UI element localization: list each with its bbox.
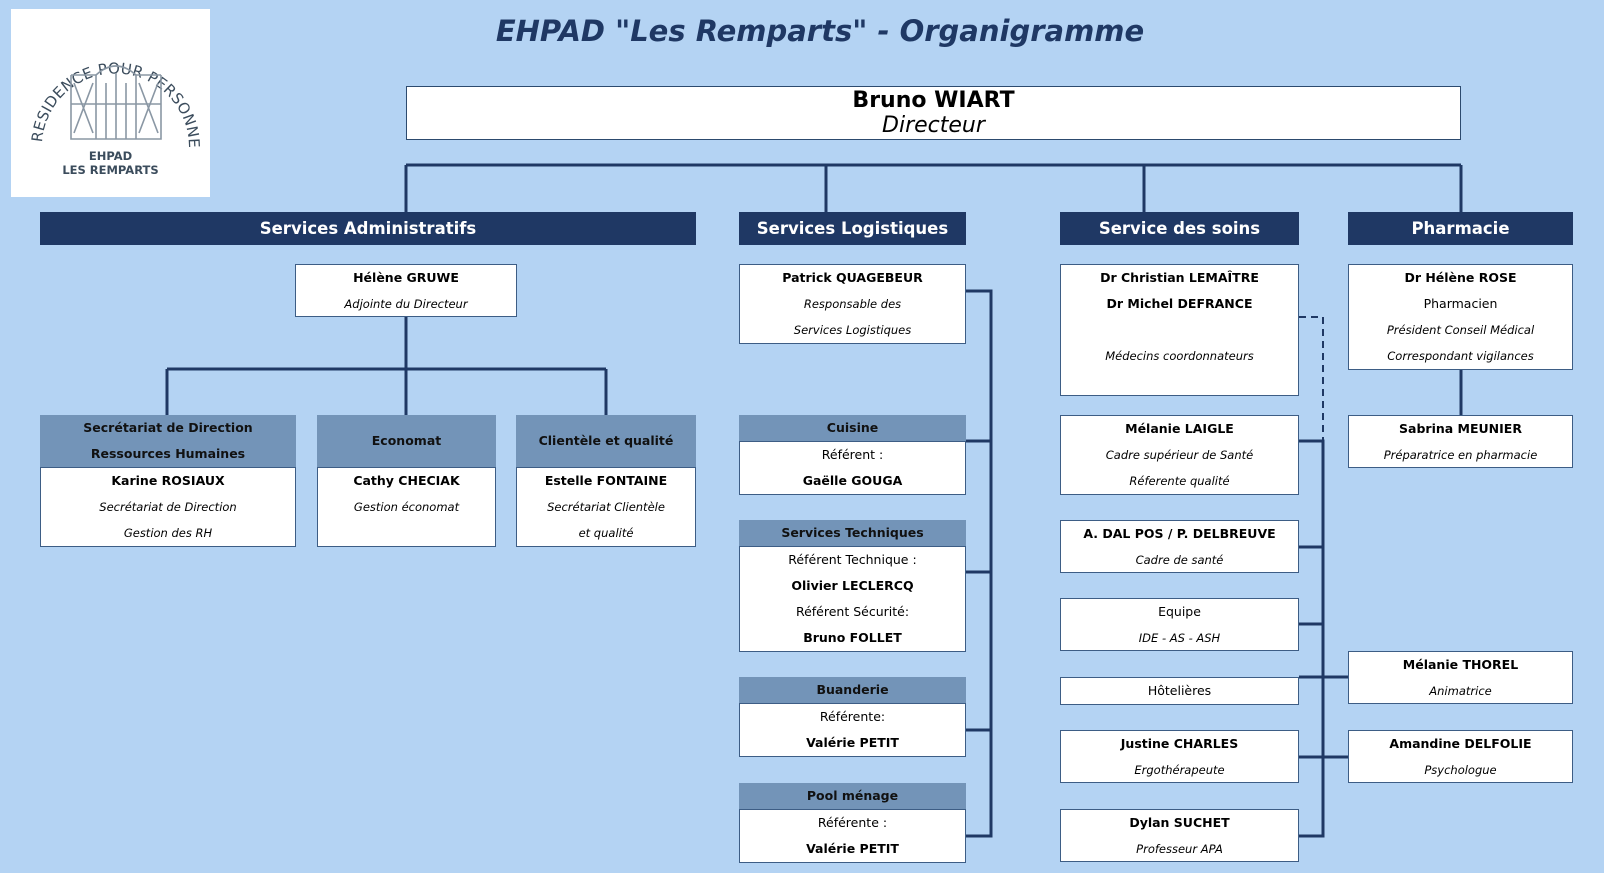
header-buanderie: Buanderie bbox=[739, 677, 966, 703]
card-ergotherapeute: Justine CHARLES Ergothérapeute bbox=[1060, 730, 1299, 783]
header-pool-menage: Pool ménage bbox=[739, 783, 966, 809]
menage-label: Référente : bbox=[817, 815, 888, 830]
cadre-sup-role2: Réferente qualité bbox=[1129, 474, 1230, 488]
techniques-label1: Référent Technique : bbox=[788, 552, 917, 567]
logo-line-remparts: LES REMPARTS bbox=[62, 163, 159, 177]
card-clientele: Estelle FONTAINE Secrétariat Clientèle e… bbox=[516, 467, 696, 547]
animatrice-role: Animatrice bbox=[1429, 684, 1492, 698]
logo-emblem: RESIDENCE POUR PERSONNES AGEES bbox=[11, 9, 203, 148]
card-medecins-coordonnateurs: Dr Christian LEMAÎTRE Dr Michel DEFRANCE… bbox=[1060, 264, 1299, 396]
secretariat-role2: Gestion des RH bbox=[123, 526, 213, 540]
card-services-techniques: Référent Technique : Olivier LECLERCQ Ré… bbox=[739, 546, 966, 652]
logo-line-ehpad: EHPAD bbox=[88, 149, 133, 163]
card-economat: Cathy CHECIAK Gestion économat bbox=[317, 467, 496, 547]
medecin-name1: Dr Christian LEMAÎTRE bbox=[1100, 270, 1259, 285]
ergo-role: Ergothérapeute bbox=[1134, 763, 1225, 777]
cadres-name: A. DAL POS / P. DELBREUVE bbox=[1083, 526, 1276, 541]
preparatrice-name: Sabrina MEUNIER bbox=[1399, 421, 1522, 436]
equipe-name: Equipe bbox=[1158, 604, 1201, 619]
cadre-sup-name: Mélanie LAIGLE bbox=[1125, 421, 1234, 436]
secretariat-role1: Secrétariat de Direction bbox=[99, 500, 237, 514]
cadres-role: Cadre de santé bbox=[1135, 553, 1224, 567]
card-responsable-logistique: Patrick QUAGEBEUR Responsable des Servic… bbox=[739, 264, 966, 344]
card-animatrice: Mélanie THOREL Animatrice bbox=[1348, 651, 1573, 704]
card-preparatrice: Sabrina MEUNIER Préparatrice en pharmaci… bbox=[1348, 415, 1573, 468]
pharmacien-role2: Président Conseil Médical bbox=[1386, 323, 1535, 337]
clientele-name: Estelle FONTAINE bbox=[544, 473, 668, 488]
card-professeur-apa: Dylan SUCHET Professeur APA bbox=[1060, 809, 1299, 862]
secretariat-header-line2: Ressources Humaines bbox=[90, 446, 246, 461]
card-psychologue: Amandine DELFOLIE Psychologue bbox=[1348, 730, 1573, 783]
economat-role: Gestion économat bbox=[353, 500, 460, 514]
animatrice-name: Mélanie THOREL bbox=[1402, 657, 1519, 672]
buanderie-name: Valérie PETIT bbox=[806, 735, 899, 750]
menage-header: Pool ménage bbox=[806, 788, 899, 803]
card-adjointe: Hélène GRUWE Adjointe du Directeur bbox=[295, 264, 517, 317]
director-name: Bruno WIART bbox=[852, 88, 1015, 113]
cuisine-label: Référent : bbox=[821, 447, 884, 462]
header-cuisine: Cuisine bbox=[739, 415, 966, 441]
secretariat-header-line1: Secrétariat de Direction bbox=[83, 420, 253, 435]
apa-role: Professeur APA bbox=[1136, 842, 1223, 856]
card-pool-menage: Référente : Valérie PETIT bbox=[739, 809, 966, 863]
card-cuisine: Référent : Gaëlle GOUGA bbox=[739, 441, 966, 495]
section-pharmacie: Pharmacie bbox=[1348, 212, 1573, 245]
techniques-name1: Olivier LECLERCQ bbox=[791, 578, 914, 593]
adjointe-role: Adjointe du Directeur bbox=[344, 297, 468, 311]
techniques-label2: Référent Sécurité: bbox=[795, 604, 910, 619]
header-clientele: Clientèle et qualité bbox=[516, 415, 696, 467]
techniques-name2: Bruno FOLLET bbox=[803, 630, 902, 645]
logistique-responsable-name: Patrick QUAGEBEUR bbox=[782, 270, 923, 285]
section-service-des-soins: Service des soins bbox=[1060, 212, 1299, 245]
clientele-role2: et qualité bbox=[578, 526, 634, 540]
header-services-techniques: Services Techniques bbox=[739, 520, 966, 546]
buanderie-label: Référente: bbox=[819, 709, 886, 724]
psychologue-name: Amandine DELFOLIE bbox=[1389, 736, 1532, 751]
pharmacien-name: Dr Hélène ROSE bbox=[1404, 270, 1517, 285]
card-pharmacien: Dr Hélène ROSE Pharmacien Président Cons… bbox=[1348, 264, 1573, 370]
cadre-sup-role1: Cadre supérieur de Santé bbox=[1105, 448, 1254, 462]
pharmacien-role3: Correspondant vigilances bbox=[1387, 349, 1534, 363]
card-cadre-superieur: Mélanie LAIGLE Cadre supérieur de Santé … bbox=[1060, 415, 1299, 495]
medecin-name2: Dr Michel DEFRANCE bbox=[1106, 296, 1253, 311]
psychologue-role: Psychologue bbox=[1424, 763, 1497, 777]
clientele-role1: Secrétariat Clientèle bbox=[547, 500, 665, 514]
card-hotelieres: Hôtelières bbox=[1060, 677, 1299, 705]
director-box: Bruno WIART Directeur bbox=[406, 86, 1461, 140]
page-title: EHPAD "Les Remparts" - Organigramme bbox=[495, 14, 1145, 48]
menage-name: Valérie PETIT bbox=[806, 841, 899, 856]
buanderie-header: Buanderie bbox=[816, 682, 889, 697]
clientele-header: Clientèle et qualité bbox=[538, 433, 674, 448]
ergo-name: Justine CHARLES bbox=[1120, 736, 1239, 751]
card-equipe: Equipe IDE - AS - ASH bbox=[1060, 598, 1299, 651]
medecins-role: Médecins coordonnateurs bbox=[1105, 349, 1254, 363]
preparatrice-role: Préparatrice en pharmacie bbox=[1383, 448, 1538, 462]
header-economat: Economat bbox=[317, 415, 496, 467]
secretariat-name: Karine ROSIAUX bbox=[111, 473, 225, 488]
section-services-administratifs: Services Administratifs bbox=[40, 212, 696, 245]
section-services-logistiques: Services Logistiques bbox=[739, 212, 966, 245]
cuisine-name: Gaëlle GOUGA bbox=[802, 473, 903, 488]
economat-header: Economat bbox=[371, 433, 442, 448]
director-role: Directeur bbox=[882, 113, 985, 138]
pharmacien-role: Pharmacien bbox=[1423, 296, 1498, 311]
hotelieres-name: Hôtelières bbox=[1147, 683, 1212, 698]
equipe-role: IDE - AS - ASH bbox=[1138, 631, 1221, 645]
card-buanderie: Référente: Valérie PETIT bbox=[739, 703, 966, 757]
header-secretariat: Secrétariat de Direction Ressources Huma… bbox=[40, 415, 296, 467]
adjointe-name: Hélène GRUWE bbox=[353, 270, 459, 285]
logistique-responsable-role2: Services Logistiques bbox=[793, 323, 912, 337]
economat-name: Cathy CHECIAK bbox=[353, 473, 460, 488]
card-secretariat: Karine ROSIAUX Secrétariat de Direction … bbox=[40, 467, 296, 547]
logistique-responsable-role1: Responsable des bbox=[803, 297, 902, 311]
card-cadres-de-sante: A. DAL POS / P. DELBREUVE Cadre de santé bbox=[1060, 520, 1299, 573]
svg-text:RESIDENCE POUR PERSONNES AGEES: RESIDENCE POUR PERSONNES AGEES bbox=[11, 9, 203, 148]
apa-name: Dylan SUCHET bbox=[1129, 815, 1230, 830]
ehpad-logo: RESIDENCE POUR PERSONNES AGEES EHPAD LES… bbox=[11, 9, 210, 197]
techniques-header: Services Techniques bbox=[781, 525, 924, 540]
cuisine-header: Cuisine bbox=[826, 420, 879, 435]
